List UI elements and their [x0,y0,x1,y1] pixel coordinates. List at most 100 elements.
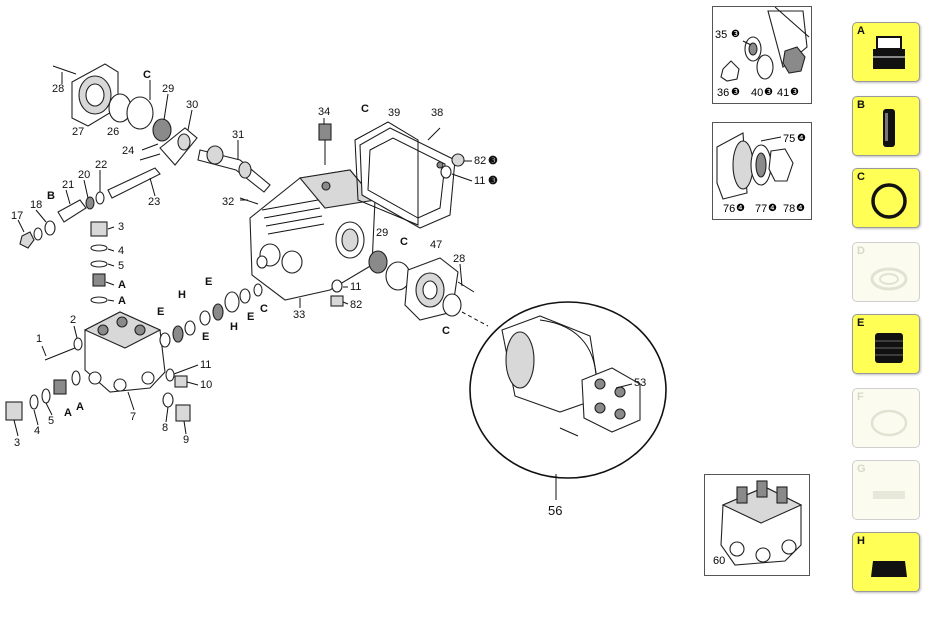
oring-c-bottom-part[interactable] [442,293,462,317]
oring-8-part[interactable] [162,392,174,408]
label-56: 56 [548,503,562,518]
label-82-marker: ❸ [488,155,498,167]
label-8: 8 [162,422,168,434]
label-34: 34 [318,106,330,118]
kit-c-button[interactable]: C [852,168,920,228]
plug-10-part[interactable] [174,375,188,388]
label-4: 4 [118,245,124,257]
label-e-1: E [157,306,164,318]
label-h-2: H [230,321,238,333]
seal-kit-icon [871,561,907,577]
label-47: 47 [430,239,442,251]
flange-27-part[interactable] [71,63,119,127]
detail-circle-56 [469,301,667,500]
inset-seal-detail: 75 ❹ 76 ❹ 77 ❹ 78 ❹ [712,122,812,220]
inset-marker: ❸ [731,29,740,40]
rear-cover-part[interactable] [354,121,456,229]
kit-e-letter: E [857,317,865,329]
inset-label-40: 40 [751,87,764,99]
kit-a-button[interactable]: A [852,22,920,82]
seal-29-part[interactable] [152,118,172,142]
label-28: 28 [52,83,64,95]
stud-1-part[interactable] [44,347,76,361]
plug-82-part[interactable] [451,153,465,167]
label-h-1: H [178,289,186,301]
label-3b: 3 [14,437,20,449]
label-c-mid: C [361,103,369,115]
label-29b: 29 [376,227,388,239]
crankcase-part[interactable] [249,169,377,301]
screw-38-part[interactable] [427,127,441,141]
kit-d-letter: D [857,245,865,257]
plunger-21-part[interactable] [57,199,87,223]
plunger-rod-23-part[interactable] [107,153,161,199]
kit-a-letter: A [857,25,865,37]
crankshaft-31-part[interactable] [197,145,271,193]
inset-marker: ❹ [736,203,745,214]
key-32-part[interactable] [239,197,259,205]
inset-label-60: 60 [713,555,726,567]
kit-d-button[interactable]: D [852,242,920,302]
label-11c: 11 [200,359,211,371]
label-31: 31 [232,129,244,141]
seal-29b-part[interactable] [368,250,388,274]
label-c-top: C [143,69,151,81]
valve-a-top-part[interactable] [92,273,106,287]
kit-f-button[interactable]: F [852,388,920,448]
kit-e-button[interactable]: E [852,314,920,374]
valve-a-bottom-part[interactable] [53,379,67,395]
plug-9-part[interactable] [175,404,191,422]
plug-3a-part[interactable] [90,221,108,237]
label-e-2: E [205,276,212,288]
label-17: 17 [11,210,23,222]
ring-22-part[interactable] [95,191,105,205]
oil-cap-part[interactable] [318,123,332,165]
label-a-bottom-2: A [76,401,84,413]
label-3: 3 [118,221,124,233]
bolt-28b-part[interactable] [457,281,475,293]
label-82b: 82 [350,299,362,311]
label-a-top-1: A [118,279,126,291]
label-e-3: E [202,331,209,343]
nut-17-part[interactable] [19,231,35,249]
packing-rings-part[interactable] [159,283,263,348]
label-38: 38 [431,107,443,119]
label-c-bottom: C [442,325,450,337]
label-11-marker: ❸ [488,175,498,187]
label-c-low: C [260,303,268,315]
kit-c-letter: C [857,171,865,183]
manifold-7-part[interactable] [83,311,166,393]
label-a-top-2: A [118,295,126,307]
leader-lines [13,72,633,437]
packing-stack-icon [875,333,903,363]
label-4b: 4 [34,425,40,437]
valve-assembly-icon [873,36,905,69]
plug-82b-part[interactable] [330,295,344,307]
label-a-bottom-1: A [64,407,72,419]
bolt-28-part[interactable] [52,65,77,75]
inset-marker: ❹ [768,203,777,214]
label-26: 26 [107,126,119,138]
oring-11b-part[interactable] [331,279,343,293]
label-2: 2 [70,314,76,326]
kit-b-letter: B [857,99,865,111]
o-ring-icon [871,183,907,219]
label-c-right: C [400,236,408,248]
kit-b-button[interactable]: B [852,96,920,156]
label-5b: 5 [48,415,54,427]
kit-g-letter: G [857,463,866,475]
plug-3b-part[interactable] [5,401,23,421]
inset-label-35: 35 [715,29,728,41]
seal-icon [870,267,908,291]
label-23: 23 [148,196,160,208]
kit-h-letter: H [857,535,865,547]
ring-20-part[interactable] [85,196,95,210]
washer-2-part[interactable] [73,337,83,351]
plunger-icon [883,109,895,147]
washer-18-part[interactable] [44,220,56,236]
kit-g-button[interactable]: G [852,460,920,520]
connecting-rod-30-part[interactable] [159,127,198,166]
label-11: 11 [474,175,485,187]
kit-h-button[interactable]: H [852,532,920,592]
